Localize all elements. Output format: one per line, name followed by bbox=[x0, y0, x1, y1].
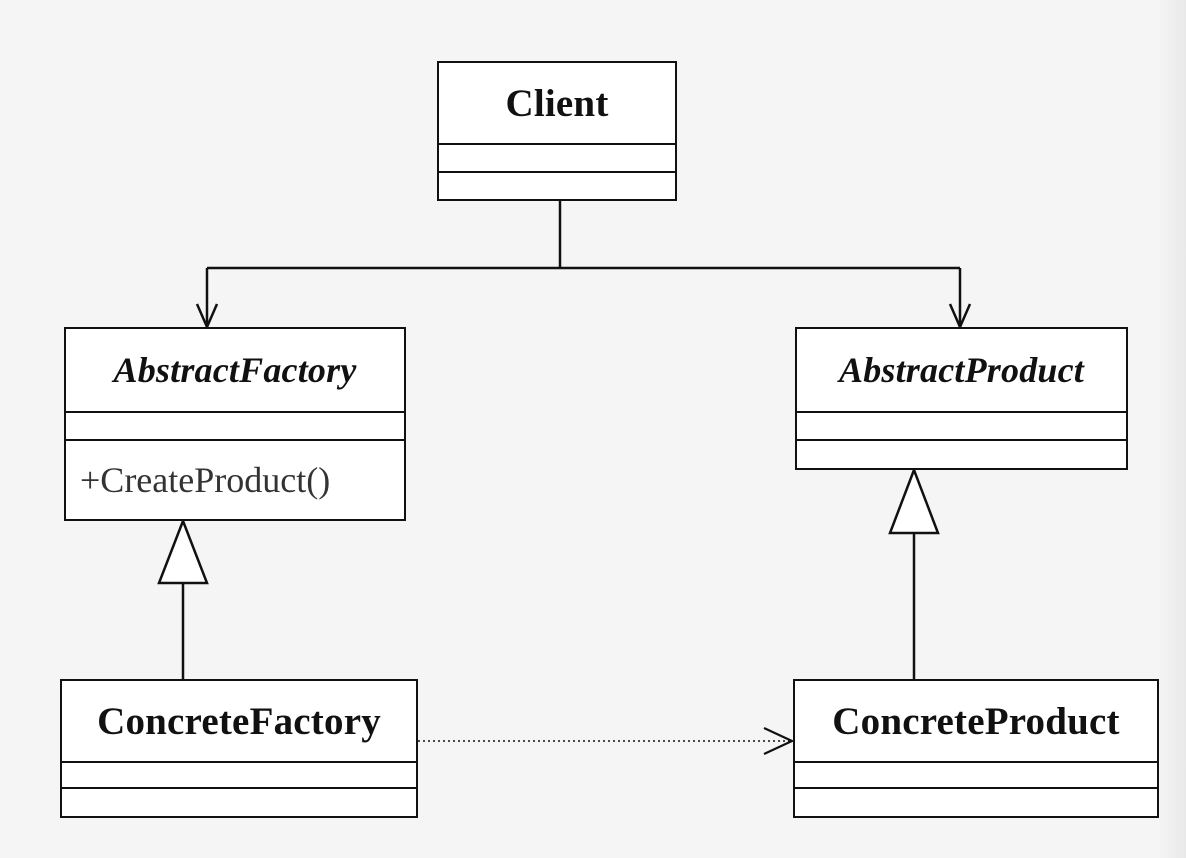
abstract-product-operations-compartment bbox=[797, 439, 1126, 468]
concrete-product-operations-compartment bbox=[795, 787, 1157, 816]
client-class-box: Client bbox=[437, 61, 677, 201]
client-class-name: Client bbox=[505, 81, 609, 125]
concrete-product-class-name: ConcreteProduct bbox=[832, 699, 1120, 743]
concrete-product-class-box: ConcreteProduct bbox=[793, 679, 1159, 818]
right-edge-shadow bbox=[1158, 0, 1186, 858]
abstract-factory-class-name: AbstractFactory bbox=[113, 350, 357, 390]
concrete-factory-class-name: ConcreteFactory bbox=[97, 699, 381, 743]
factory-generalization-triangle bbox=[157, 517, 209, 585]
dependency-arrowhead bbox=[763, 727, 795, 755]
abstract-product-class-name: AbstractProduct bbox=[838, 350, 1084, 390]
product-generalization-triangle bbox=[888, 466, 940, 535]
concrete-factory-class-box: ConcreteFactory bbox=[60, 679, 418, 818]
client-attributes-compartment bbox=[439, 143, 675, 171]
create-product-operation: +CreateProduct() bbox=[66, 439, 404, 519]
abstract-product-class-box: AbstractProduct bbox=[795, 327, 1128, 470]
abstract-factory-class-box: AbstractFactory +CreateProduct() bbox=[64, 327, 406, 521]
concrete-factory-operations-compartment bbox=[62, 787, 416, 816]
abstract-factory-attributes-compartment bbox=[66, 411, 404, 439]
client-operations-compartment bbox=[439, 171, 675, 199]
concrete-factory-attributes-compartment bbox=[62, 761, 416, 787]
concrete-product-attributes-compartment bbox=[795, 761, 1157, 787]
abstract-product-attributes-compartment bbox=[797, 411, 1126, 439]
